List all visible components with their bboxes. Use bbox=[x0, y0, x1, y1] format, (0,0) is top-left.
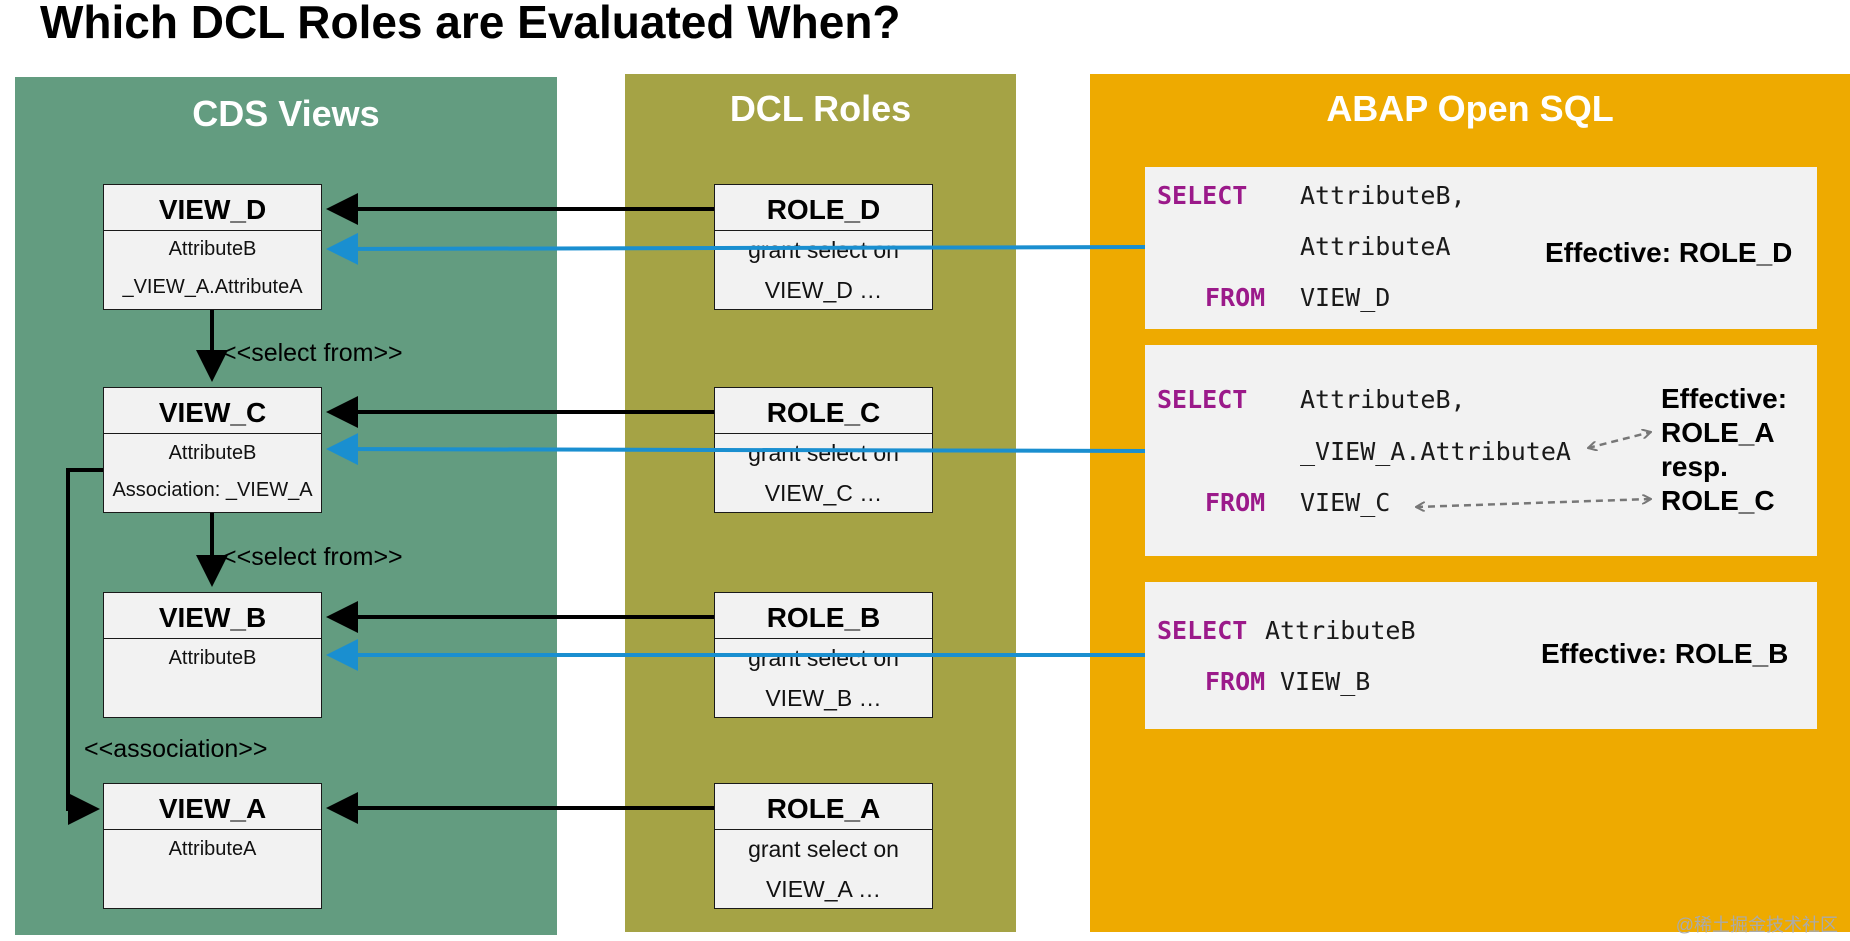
effective-role-label: Effective: ROLE_B bbox=[1541, 638, 1789, 669]
cds-views-panel-title: CDS Views bbox=[192, 93, 380, 134]
sql-from-view: VIEW_D bbox=[1300, 283, 1391, 312]
abap-open-sql-panel-title: ABAP Open SQL bbox=[1326, 88, 1614, 129]
view-c-box: VIEW_C AttributeB Association: _VIEW_A bbox=[103, 387, 322, 513]
role-grant-text: grant select on bbox=[748, 440, 899, 466]
watermark: @稀土掘金技术社区 bbox=[1675, 915, 1838, 935]
sql-from-view: VIEW_C bbox=[1300, 488, 1391, 517]
role-grant-text: grant select on bbox=[748, 836, 899, 862]
view-d-box: VIEW_D AttributeB _VIEW_A.AttributeA bbox=[103, 184, 322, 310]
role-grant-view: VIEW_D … bbox=[764, 277, 883, 303]
view-name: VIEW_B bbox=[104, 593, 321, 639]
sql-select-keyword: SELECT bbox=[1157, 616, 1248, 645]
effective-role-c: ROLE_C bbox=[1661, 485, 1775, 516]
sql-field: AttributeB, bbox=[1300, 385, 1466, 414]
sql-d-to-view-d-arrow bbox=[326, 232, 1146, 265]
effective-resp: resp. bbox=[1661, 451, 1728, 482]
role-name: ROLE_A bbox=[715, 784, 932, 830]
effective-label: Effective: bbox=[1661, 383, 1788, 414]
view-attribute: AttributeB bbox=[168, 647, 257, 669]
view-c-to-role-c-dashed-arrow bbox=[1416, 499, 1651, 507]
view-attribute: AttributeB bbox=[168, 442, 257, 464]
sql-field: AttributeA bbox=[1300, 232, 1451, 261]
view-name: VIEW_A bbox=[104, 784, 321, 830]
sql-field: AttributeB bbox=[1265, 616, 1416, 645]
view-attribute: _VIEW_A.AttributeA bbox=[122, 276, 303, 298]
sql-from-keyword: FROM bbox=[1205, 283, 1266, 312]
role-name: ROLE_C bbox=[715, 388, 932, 434]
page-title: Which DCL Roles are Evaluated When? bbox=[40, 0, 901, 48]
select-from-label: <<select from>> bbox=[222, 543, 403, 571]
sql-from-keyword: FROM bbox=[1205, 488, 1266, 517]
role-d-box: ROLE_D grant select on VIEW_D … bbox=[714, 184, 933, 310]
sql-box-view-b: SELECT AttributeB FROM VIEW_B Effective:… bbox=[1145, 582, 1817, 729]
sql-from-keyword: FROM bbox=[1205, 667, 1266, 696]
role-grant-view: VIEW_C … bbox=[764, 480, 883, 506]
sql-select-keyword: SELECT bbox=[1157, 181, 1248, 210]
role-name: ROLE_D bbox=[715, 185, 932, 231]
view-association: Association: _VIEW_A bbox=[112, 479, 313, 501]
role-grant-view: VIEW_A … bbox=[765, 876, 882, 902]
view-name: VIEW_D bbox=[104, 185, 321, 231]
role-a-box: ROLE_A grant select on VIEW_A … bbox=[714, 783, 933, 909]
view-name: VIEW_C bbox=[104, 388, 321, 434]
attr-to-role-a-dashed-arrow bbox=[1588, 432, 1651, 448]
sql-select-keyword: SELECT bbox=[1157, 385, 1248, 414]
sql-field: AttributeB, bbox=[1300, 181, 1466, 210]
sql-from-view: VIEW_B bbox=[1280, 667, 1371, 696]
effective-role-label: Effective: ROLE_D bbox=[1545, 237, 1793, 268]
view-attribute: AttributeA bbox=[168, 838, 257, 860]
role-grant-view: VIEW_B … bbox=[765, 685, 882, 711]
sql-field: _VIEW_A.AttributeA bbox=[1300, 437, 1571, 466]
association-arrow bbox=[66, 468, 103, 825]
role-grant-text: grant select on bbox=[748, 237, 899, 263]
association-label: <<association>> bbox=[84, 735, 268, 763]
sql-box-view-c: SELECT AttributeB, _VIEW_A.AttributeA FR… bbox=[1145, 345, 1817, 556]
role-grant-text: grant select on bbox=[748, 645, 899, 671]
dcl-roles-panel-title: DCL Roles bbox=[729, 88, 912, 129]
role-name: ROLE_B bbox=[715, 593, 932, 639]
view-a-box: VIEW_A AttributeA bbox=[103, 783, 322, 909]
view-attribute: AttributeB bbox=[168, 238, 257, 260]
view-b-box: VIEW_B AttributeB bbox=[103, 592, 322, 718]
effective-role-a: ROLE_A bbox=[1661, 417, 1775, 448]
sql-c-to-view-c-arrow bbox=[326, 433, 1146, 466]
select-from-label: <<select from>> bbox=[222, 339, 403, 367]
sql-box-view-d: SELECT AttributeB, AttributeA FROM VIEW_… bbox=[1145, 167, 1817, 329]
